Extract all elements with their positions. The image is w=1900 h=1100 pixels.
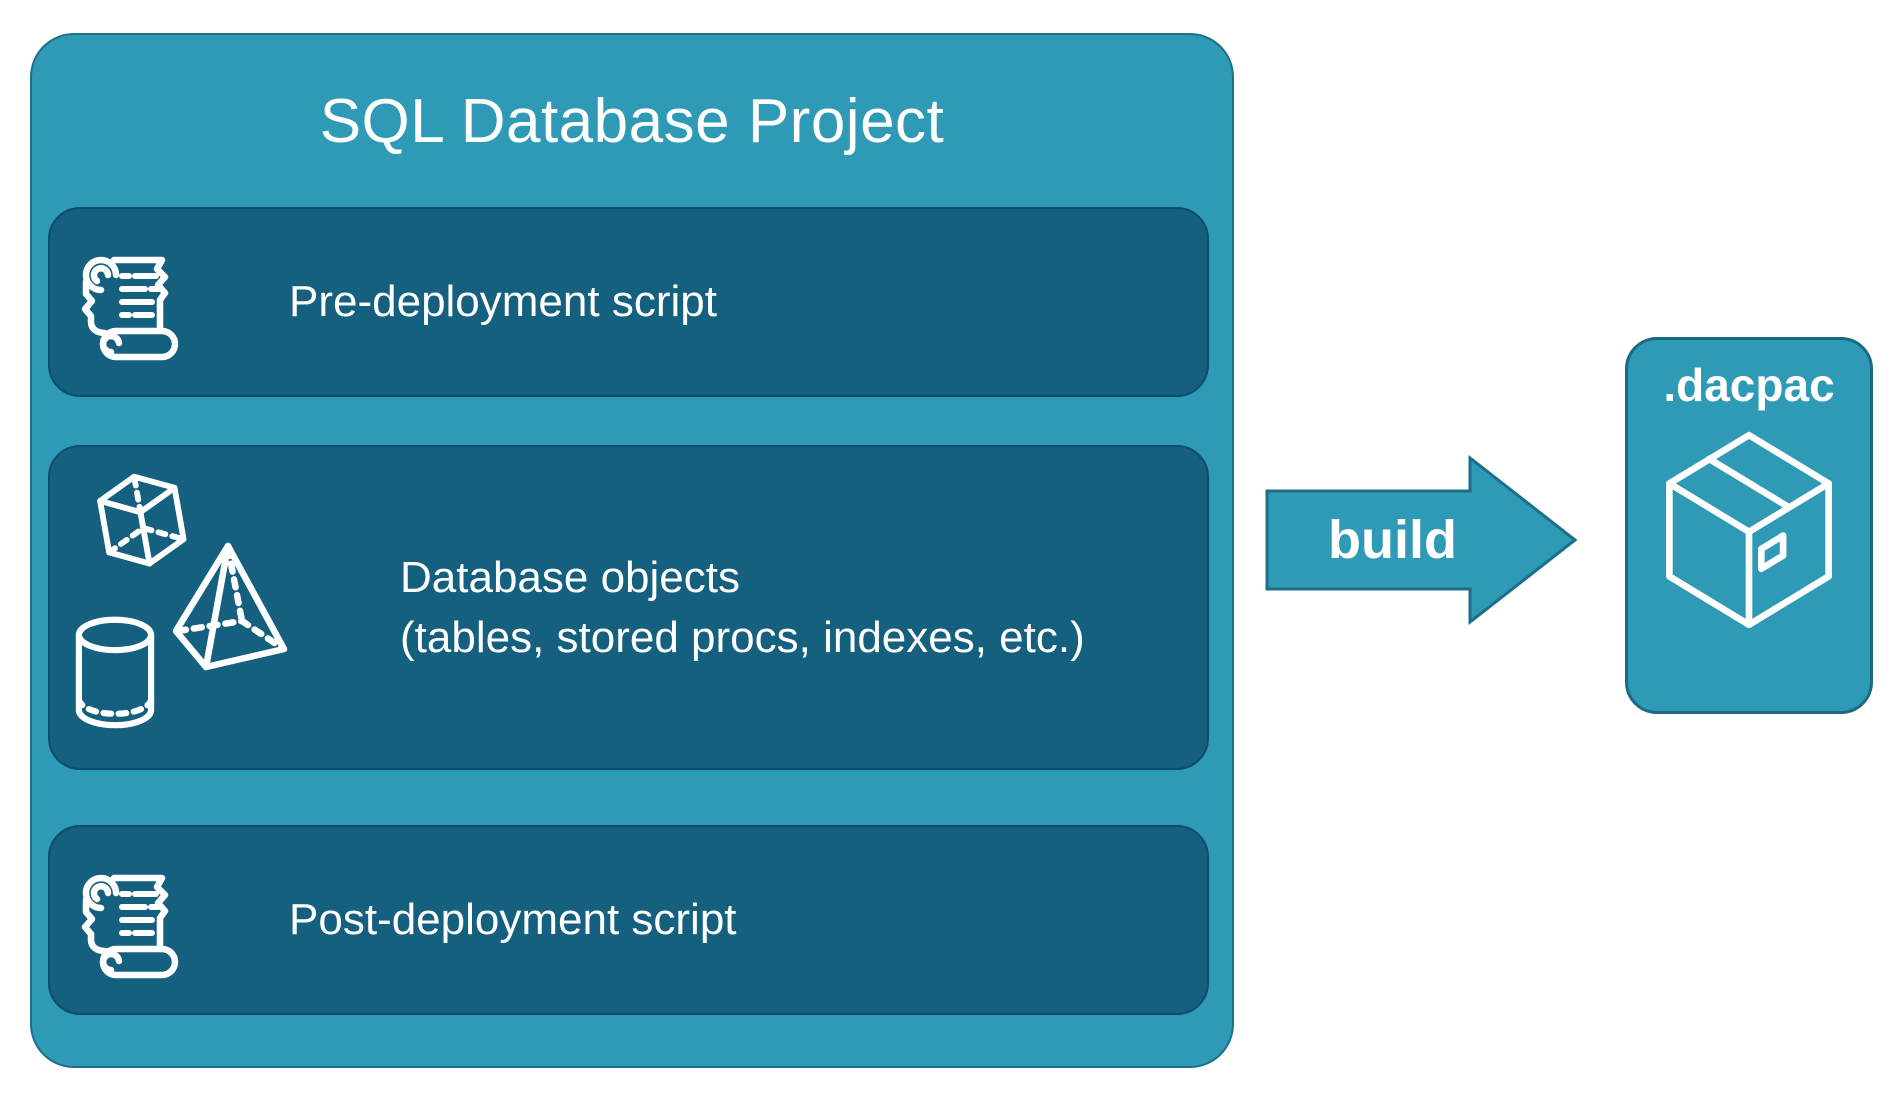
build-label: build: [1328, 510, 1457, 570]
project-title: SQL Database Project: [319, 87, 945, 156]
scroll-icon: [72, 242, 192, 362]
cylinder-icon: [70, 615, 160, 729]
pre-deployment-label: Pre-deployment script: [289, 277, 717, 326]
database-objects-line2: (tables, stored procs, indexes, etc.): [400, 612, 1085, 662]
build-arrow: build: [1265, 454, 1580, 626]
sql-database-project-box: SQL Database Project Pre-deployment scri…: [30, 33, 1234, 1068]
dacpac-box: .dacpac: [1625, 337, 1873, 714]
pre-deployment-script-box: Pre-deployment script: [48, 207, 1209, 397]
post-deployment-script-box: Post-deployment script: [48, 825, 1209, 1015]
dacpac-title: .dacpac: [1663, 359, 1835, 411]
right-arrow-icon: [1265, 454, 1578, 626]
scroll-icon: [72, 860, 192, 980]
pyramid-icon: [170, 539, 288, 673]
post-deployment-label: Post-deployment script: [289, 895, 737, 944]
cube-icon: [88, 467, 196, 575]
database-objects-box: Database objects (tables, stored procs, …: [48, 445, 1209, 770]
database-objects-label: Database objects (tables, stored procs, …: [400, 447, 1085, 768]
database-objects-line1: Database objects: [400, 552, 740, 602]
package-icon: [1654, 420, 1844, 638]
